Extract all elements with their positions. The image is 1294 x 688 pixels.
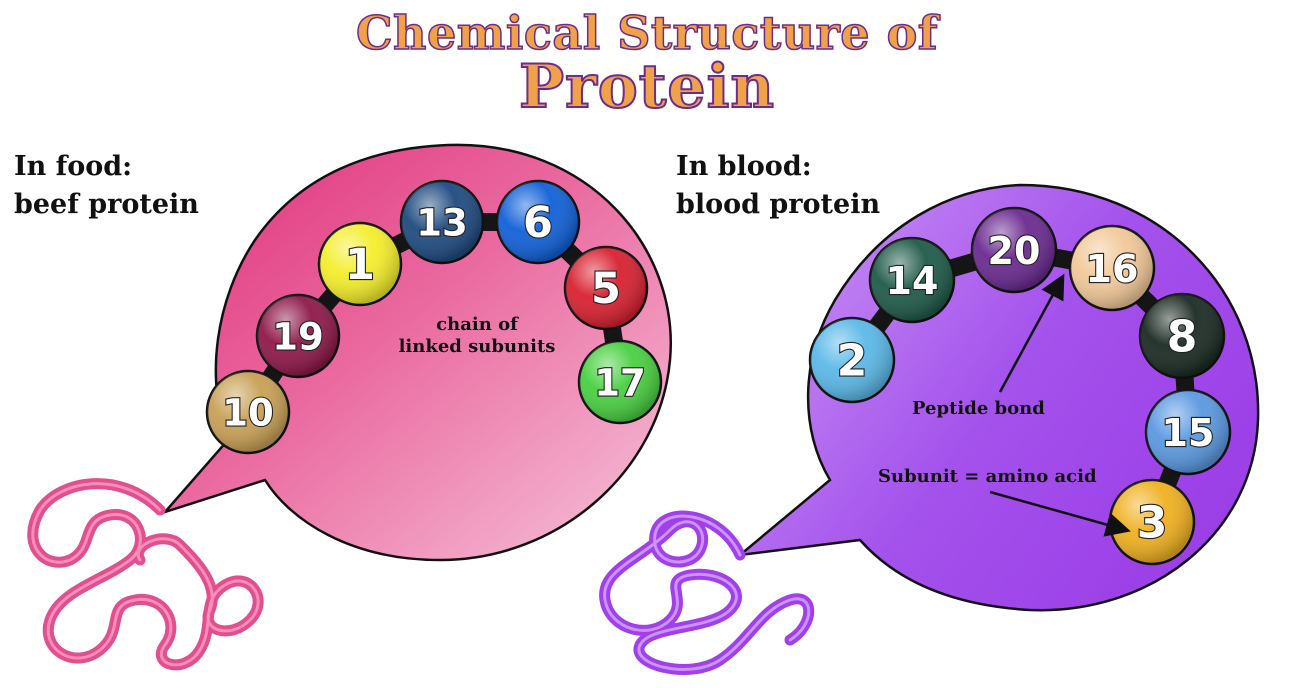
- beef-subunit-number: 1: [345, 240, 375, 290]
- blood-subunit-number: 2: [837, 336, 868, 387]
- blood-subunit-shine: [870, 238, 954, 322]
- beef-subunit-shine: [319, 223, 401, 305]
- beef-subunit-number: 5: [591, 264, 621, 314]
- beef-subunit-shine: [497, 181, 579, 263]
- beef-subunit: 19: [255, 293, 341, 379]
- peptide-bond-arrow: [998, 273, 1065, 393]
- blood-protein-chain: 2 14 20 16 8 15 3: [808, 206, 1232, 566]
- beef-protein-strand-icon: [27, 478, 264, 671]
- food-label: In food: beef protein: [14, 148, 199, 224]
- blood-protein-strand-icon: [599, 510, 815, 675]
- blood-subunit-number: 14: [886, 259, 939, 303]
- beef-subunit: 13: [399, 179, 485, 265]
- blood-subunit: 16: [1068, 224, 1156, 312]
- amino-acid-arrow: [989, 490, 1131, 537]
- beef-subunit-number: 19: [272, 316, 324, 359]
- beef-subunit-number: 10: [222, 392, 274, 435]
- blood-subunit: 15: [1144, 388, 1232, 476]
- beef-subunit-shine: [579, 341, 661, 423]
- blood-subunit-number: 8: [1167, 312, 1198, 363]
- beef-subunit-shine: [207, 371, 289, 453]
- beef-subunit-shine: [565, 247, 647, 329]
- blood-label: In blood: blood protein: [676, 148, 880, 224]
- blood-subunit-shine: [810, 318, 894, 402]
- blood-subunit-shine: [1140, 294, 1224, 378]
- beef-subunit: 1: [317, 221, 403, 307]
- beef-subunit-number: 17: [594, 362, 646, 405]
- blood-heading: In blood:: [676, 151, 812, 182]
- title-line-2: Protein: [518, 51, 776, 123]
- beef-subunit-number: 13: [416, 202, 468, 245]
- blood-subunit-shine: [972, 208, 1056, 292]
- blood-subunit-number: 3: [1137, 498, 1168, 549]
- chain-note-line-2: linked subunits: [398, 336, 556, 357]
- blood-subunit: 14: [868, 236, 956, 324]
- beef-subunit-number: 6: [523, 198, 553, 248]
- blood-subunit-number: 15: [1162, 411, 1215, 455]
- blood-subunit: 20: [970, 206, 1058, 294]
- chain-note: chain of linked subunits: [372, 314, 582, 358]
- beef-subunit: 6: [495, 179, 581, 265]
- blood-subunit: 3: [1108, 478, 1196, 566]
- blood-subunit: 8: [1138, 292, 1226, 380]
- peptide-bond-label: Peptide bond: [912, 398, 1045, 419]
- blood-subunit-shine: [1110, 480, 1194, 564]
- title-line-1: Chemical Structure of: [355, 5, 939, 61]
- beef-subunit: 17: [577, 339, 663, 425]
- beef-subunit: 10: [205, 369, 291, 455]
- food-subheading: beef protein: [14, 189, 199, 220]
- blood-subheading: blood protein: [676, 189, 881, 220]
- beef-subunit-shine: [257, 295, 339, 377]
- blood-subunit: 2: [808, 316, 896, 404]
- chain-note-line-1: chain of: [436, 314, 518, 335]
- amino-acid-label: Subunit = amino acid: [878, 466, 1097, 487]
- blood-subunit-number: 16: [1086, 247, 1139, 291]
- beef-subunit: 5: [563, 245, 649, 331]
- beef-subunit-shine: [401, 181, 483, 263]
- food-heading: In food:: [14, 151, 133, 182]
- blood-subunit-shine: [1146, 390, 1230, 474]
- blood-subunit-number: 20: [988, 229, 1041, 273]
- blood-subunit-shine: [1070, 226, 1154, 310]
